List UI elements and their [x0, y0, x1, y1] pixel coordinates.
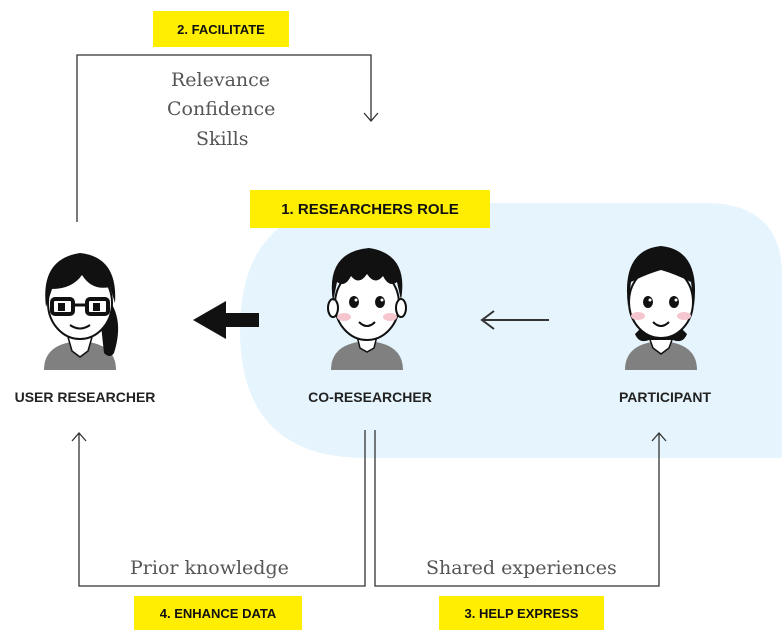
tag-researchers-role: 1. RESEARCHERS ROLE	[250, 190, 490, 228]
arrow-up-icon	[71, 432, 87, 442]
label-participant: PARTICIPANT	[618, 389, 712, 405]
prior-knowledge-line	[78, 430, 366, 587]
facilitate-item-relevance: Relevance	[171, 69, 271, 91]
tag-facilitate: 2. FACILITATE	[153, 11, 289, 47]
participant-avatar-icon	[625, 246, 697, 370]
tag-facilitate-label: 2. FACILITATE	[177, 21, 265, 37]
tag-researchers-role-label: 1. RESEARCHERS ROLE	[281, 200, 459, 218]
flow-shared-experiences: Shared experiences	[426, 557, 617, 579]
facilitate-line	[76, 54, 372, 222]
tag-enhance-data-label: 4. ENHANCE DATA	[159, 605, 277, 621]
tag-help-express: 3. HELP EXPRESS	[439, 596, 604, 630]
arrow-left-icon	[480, 310, 495, 330]
arrow-down-icon	[363, 112, 379, 122]
flow-prior-knowledge: Prior knowledge	[130, 557, 289, 579]
label-co-researcher: CO-RESEARCHER	[308, 389, 432, 405]
tag-enhance-data: 4. ENHANCE DATA	[134, 596, 302, 630]
label-user-researcher: USER RESEARCHER	[14, 389, 156, 405]
tag-help-express-label: 3. HELP EXPRESS	[464, 605, 579, 621]
facilitate-item-skills: Skills	[196, 128, 249, 150]
user-researcher-avatar-icon	[44, 253, 119, 370]
co-researcher-avatar-icon	[327, 248, 407, 370]
facilitate-item-confidence: Confidence	[167, 98, 276, 120]
shared-experiences-line	[374, 430, 660, 587]
bold-arrow-left-icon	[193, 301, 259, 339]
arrow-up-icon	[651, 432, 667, 442]
